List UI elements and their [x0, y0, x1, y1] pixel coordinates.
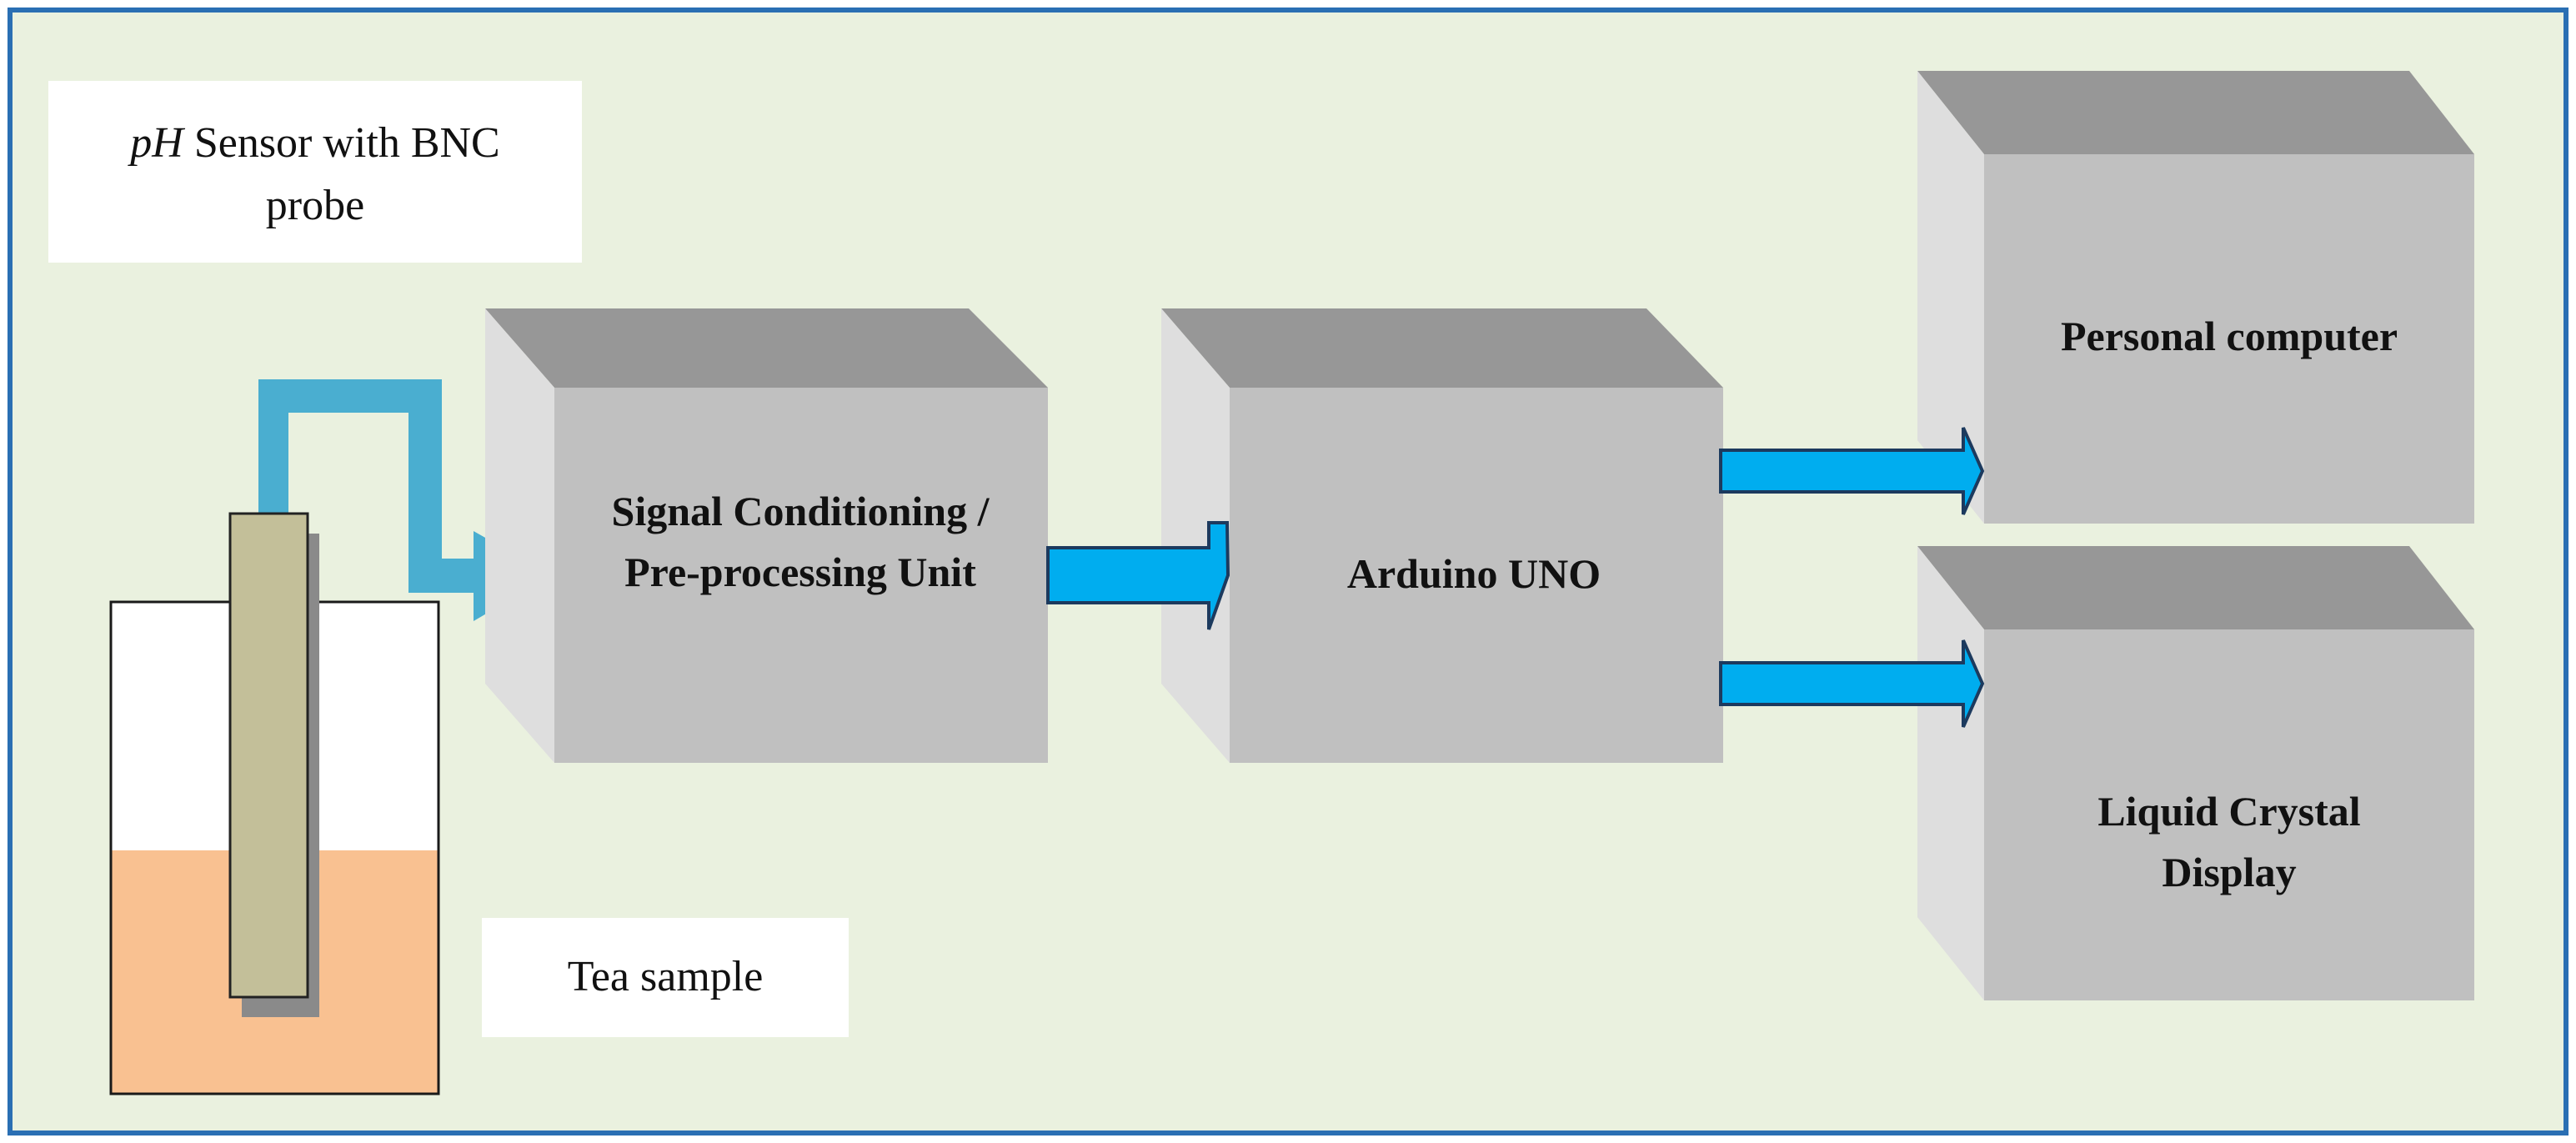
- signal-block-side: [485, 308, 554, 763]
- arduino-block-top: [1161, 308, 1723, 388]
- sensor-label-line2: probe: [266, 182, 364, 229]
- pc-block-face: [1984, 154, 2474, 524]
- signal-conditioning-block: Signal Conditioning / Pre-processing Uni…: [485, 308, 1048, 763]
- lcd-block-label-line1: Liquid Crystal: [2097, 788, 2360, 835]
- tea-sample-box: [482, 918, 849, 1037]
- lcd-block-top: [1917, 546, 2474, 629]
- arrow-signal-to-arduino: [1046, 521, 1230, 630]
- sensor-cable-icon: [258, 379, 552, 621]
- arduino-block: Arduino UNO: [1161, 308, 1723, 763]
- signal-block-label-line1: Signal Conditioning /: [612, 488, 990, 534]
- signal-block-face: [554, 388, 1048, 763]
- arduino-block-side: [1161, 308, 1230, 763]
- arduino-block-face: [1230, 388, 1723, 763]
- signal-block-top: [485, 308, 1048, 388]
- lcd-block: Liquid Crystal Display: [1917, 546, 2474, 1000]
- sensor-label-line1: pH Sensor with BNC: [127, 119, 499, 167]
- sensor-label-box: [48, 81, 582, 263]
- lcd-block-face: [1984, 629, 2474, 1000]
- personal-computer-block: Personal computer: [1917, 71, 2474, 524]
- pc-block-label: Personal computer: [2061, 313, 2398, 359]
- pc-block-side: [1917, 71, 1984, 524]
- ph-probe-icon: [228, 512, 319, 1017]
- signal-block-label-line2: Pre-processing Unit: [624, 549, 976, 595]
- sensor-label-ph: pH: [127, 119, 185, 167]
- arrow-arduino-to-lcd: [1719, 639, 1985, 728]
- arduino-block-label: Arduino UNO: [1347, 550, 1601, 597]
- probe-body: [228, 512, 309, 999]
- arrow-arduino-to-pc: [1719, 427, 1985, 515]
- lcd-block-label-line2: Display: [2162, 849, 2296, 895]
- sensor-label-rest: Sensor with BNC: [183, 119, 500, 167]
- pc-block-top: [1917, 71, 2474, 154]
- tea-sample-label: Tea sample: [568, 953, 764, 1000]
